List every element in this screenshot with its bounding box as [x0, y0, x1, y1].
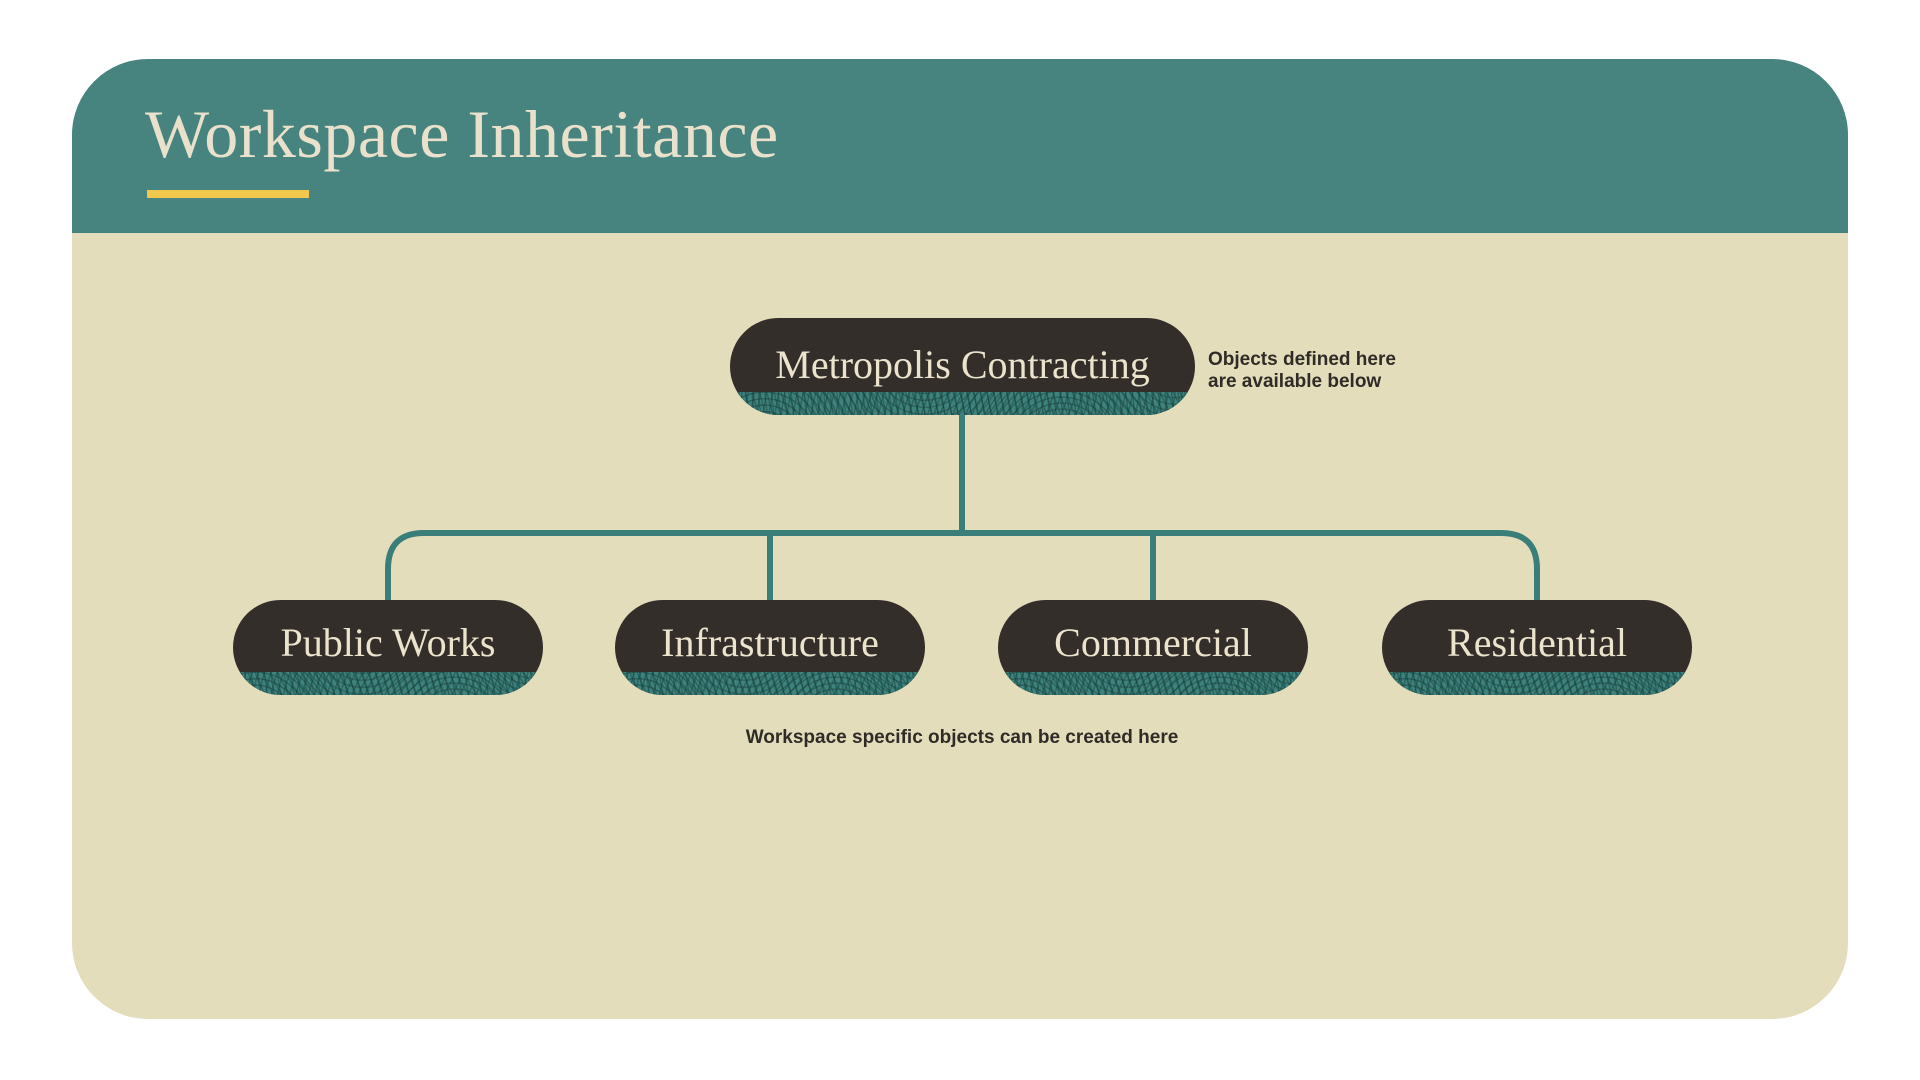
node-label: Residential — [1447, 620, 1627, 665]
wood-grain-texture — [998, 672, 1308, 695]
wood-grain-texture — [1382, 672, 1692, 695]
root-annotation-line2: are available below — [1208, 371, 1382, 392]
node-label: Public Works — [280, 620, 496, 665]
title-underline — [147, 190, 309, 198]
root-annotation: Objects defined here are available below — [1208, 349, 1396, 393]
wood-grain-texture — [233, 672, 543, 695]
root-annotation-line1: Objects defined here — [1208, 349, 1396, 370]
node-label: Commercial — [1054, 620, 1252, 665]
page-title: Workspace Inheritance — [145, 96, 779, 172]
slide-card: Workspace Inheritance Metropolis Contrac… — [72, 59, 1848, 1019]
children-annotation: Workspace specific objects can be create… — [745, 727, 1179, 748]
node-commercial: Commercial — [998, 600, 1308, 695]
node-label: Metropolis Contracting — [775, 342, 1150, 387]
node-label: Infrastructure — [661, 620, 879, 665]
node-residential: Residential — [1382, 600, 1692, 695]
node-metropolis-contracting: Metropolis Contracting — [730, 318, 1195, 415]
slide-header: Workspace Inheritance — [72, 59, 1848, 233]
node-infrastructure: Infrastructure — [615, 600, 925, 695]
wood-grain-texture — [730, 392, 1195, 415]
node-public-works: Public Works — [233, 600, 543, 695]
bracket-line — [385, 530, 1540, 604]
wood-grain-texture — [615, 672, 925, 695]
